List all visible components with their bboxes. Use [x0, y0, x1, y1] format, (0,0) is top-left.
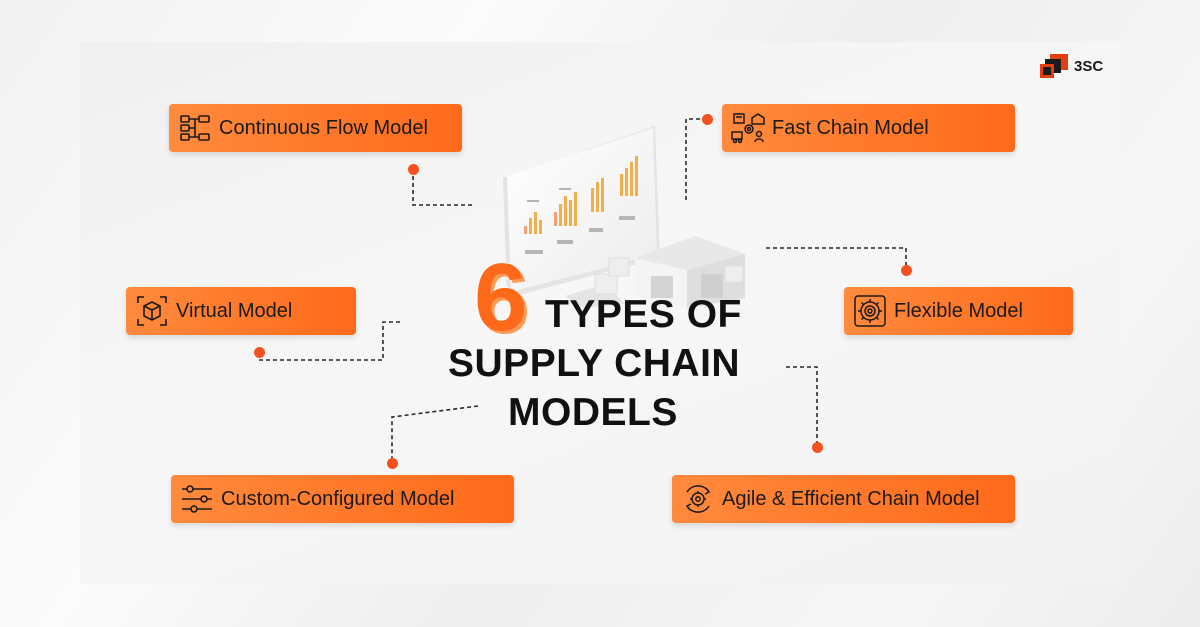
model-label: Fast Chain Model: [772, 116, 929, 139]
brand-logo: 3SC: [1040, 52, 1110, 82]
brand-name: 3SC: [1074, 58, 1104, 75]
model-fast-chain: Fast Chain Model: [722, 104, 1015, 152]
connector-dot: [900, 264, 912, 276]
dashboard-illustration: [503, 126, 745, 308]
connector-dot: [701, 113, 713, 125]
model-label: Continuous Flow Model: [219, 116, 428, 139]
model-custom-configured: Custom-Configured Model: [171, 475, 514, 523]
gear-icon: [852, 293, 888, 329]
logo-mark-icon: [1040, 54, 1068, 78]
flow-icon: [177, 110, 213, 146]
headline-number: 6: [474, 244, 528, 351]
sliders-icon: [179, 481, 215, 517]
cube-icon: [134, 293, 170, 329]
model-continuous-flow: Continuous Flow Model: [169, 104, 462, 152]
connector-dot: [407, 163, 419, 175]
headline-line-2: SUPPLY CHAIN: [448, 342, 741, 385]
connector-dot: [386, 457, 398, 469]
cycle-gear-icon: [680, 481, 716, 517]
model-label: Flexible Model: [894, 299, 1023, 322]
model-label: Custom-Configured Model: [221, 487, 455, 510]
model-agile-efficient: Agile & Efficient Chain Model: [672, 475, 1015, 523]
model-flexible: Flexible Model: [844, 287, 1073, 335]
connector-dot: [811, 441, 823, 453]
model-virtual: Virtual Model: [126, 287, 356, 335]
model-label: Agile & Efficient Chain Model: [722, 487, 980, 510]
model-label: Virtual Model: [176, 299, 293, 322]
headline-line-1: TYPES OF: [545, 293, 742, 336]
logistics-icon: [730, 110, 766, 146]
headline-line-3: MODELS: [508, 391, 678, 434]
connector-dot: [253, 346, 265, 358]
